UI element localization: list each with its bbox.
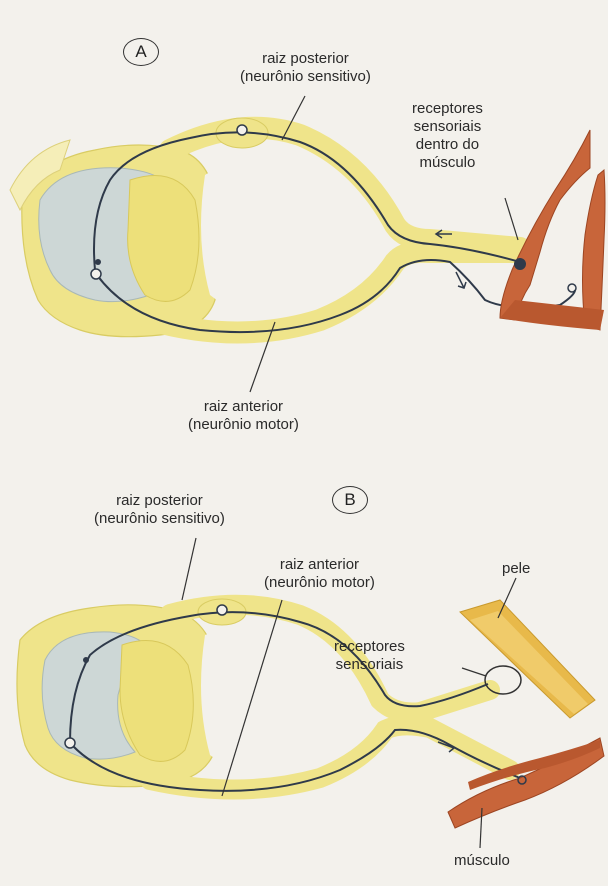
panel-b-receptors-line-1: receptores xyxy=(334,638,405,656)
panel-b-receptors-label: receptores sensoriais xyxy=(334,638,405,674)
panel-a-posterior-root-line-2: (neurônio sensitivo) xyxy=(240,68,371,86)
panel-b-sensory-cell-body xyxy=(217,605,227,615)
panel-b-receptors-leader xyxy=(462,668,486,676)
panel-a-receptors-leader xyxy=(505,198,518,240)
panel-a-illustration xyxy=(10,96,605,392)
panel-b-posterior-root-label: raiz posterior (neurônio sensitivo) xyxy=(94,492,225,528)
panel-b-posterior-leader xyxy=(182,538,196,600)
panel-a-receptor xyxy=(514,258,526,270)
panel-a-anterior-root-line-2: (neurônio motor) xyxy=(188,416,299,434)
panel-a-posterior-root-line-1: raiz posterior xyxy=(240,50,371,68)
panel-a-receptors-label: receptores sensoriais dentro do músculo xyxy=(412,100,483,172)
panel-a-anterior-root-line-1: raiz anterior xyxy=(188,398,299,416)
panel-a-white-matter xyxy=(128,176,199,302)
panel-a-anterior-root-label: raiz anterior (neurônio motor) xyxy=(188,398,299,434)
panel-b-synapse xyxy=(83,657,89,663)
panel-a-synapse xyxy=(95,259,101,265)
panel-b-receptors-line-2: sensoriais xyxy=(334,656,405,674)
panel-a-posterior-root-label: raiz posterior (neurônio sensitivo) xyxy=(240,50,371,86)
panel-b-posterior-root-line-2: (neurônio sensitivo) xyxy=(94,510,225,528)
panel-b-motor-cell-body xyxy=(65,738,75,748)
panel-b-anterior-root-label: raiz anterior (neurônio motor) xyxy=(264,556,375,592)
panel-b-muscle-label: músculo xyxy=(454,852,510,870)
panel-a-efferent-arrow xyxy=(456,272,466,288)
panel-a-motor-cell-body xyxy=(91,269,101,279)
panel-a-receptors-line-1: receptores xyxy=(412,100,483,118)
panel-a-receptors-line-4: músculo xyxy=(412,154,483,172)
panel-a-muscle-belly xyxy=(583,170,606,330)
panel-b-letter: B xyxy=(332,486,368,514)
panel-a-receptors-line-2: sensoriais xyxy=(412,118,483,136)
panel-b-skin-label: pele xyxy=(502,560,530,578)
panel-a-receptors-line-3: dentro do xyxy=(412,136,483,154)
panel-a-letter: A xyxy=(123,38,159,66)
panel-b-anterior-root-line-1: raiz anterior xyxy=(264,556,375,574)
panel-b-anterior-root-line-2: (neurônio motor) xyxy=(264,574,375,592)
panel-b-receptor-circle xyxy=(485,666,521,694)
panel-a-sensory-cell-body xyxy=(237,125,247,135)
panel-a-motor-end-plate xyxy=(568,284,576,292)
panel-b-posterior-root-line-1: raiz posterior xyxy=(94,492,225,510)
